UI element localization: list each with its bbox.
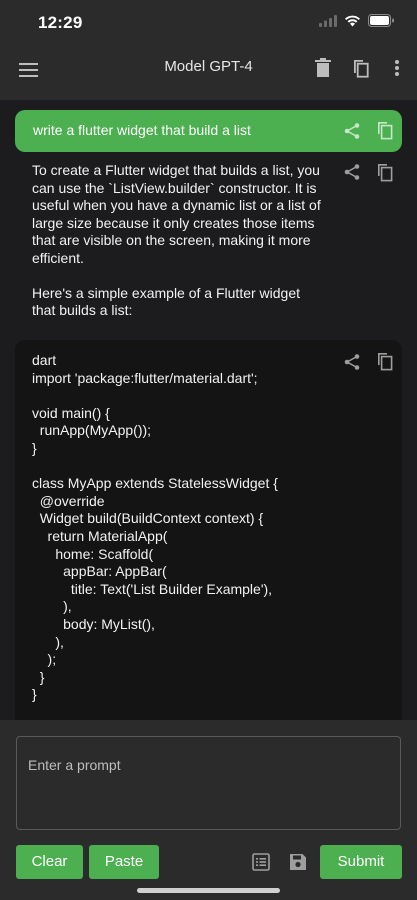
app-bar: Model GPT-4 xyxy=(0,44,417,100)
share-icon[interactable] xyxy=(343,353,361,371)
submit-button[interactable]: Submit xyxy=(320,845,402,879)
user-message: write a flutter widget that build a list xyxy=(15,110,402,152)
trash-icon[interactable] xyxy=(313,57,335,81)
composer: Clear Paste Submit xyxy=(0,720,417,900)
list-icon[interactable] xyxy=(251,852,271,872)
home-indicator[interactable] xyxy=(137,888,280,893)
code-text: dart import 'package:flutter/material.da… xyxy=(32,352,278,703)
user-message-text: write a flutter widget that build a list xyxy=(33,122,251,138)
status-time: 12:29 xyxy=(38,13,83,32)
clear-button[interactable]: Clear xyxy=(16,845,83,879)
prompt-input[interactable] xyxy=(16,736,401,830)
copy-icon[interactable] xyxy=(350,57,372,81)
paste-button[interactable]: Paste xyxy=(89,845,159,879)
code-block: dart import 'package:flutter/material.da… xyxy=(15,340,402,720)
copy-icon[interactable] xyxy=(376,352,394,371)
signal-icon xyxy=(319,14,337,32)
copy-icon[interactable] xyxy=(376,163,394,182)
copy-icon[interactable] xyxy=(376,121,394,140)
assistant-message-text: To create a Flutter widget that builds a… xyxy=(32,162,321,318)
save-icon[interactable] xyxy=(288,852,308,872)
hamburger-menu-icon[interactable] xyxy=(18,59,40,81)
wifi-icon xyxy=(344,14,361,32)
page-title: Model GPT-4 xyxy=(164,58,253,75)
status-icons xyxy=(319,14,395,32)
share-icon[interactable] xyxy=(343,163,361,181)
more-vertical-icon[interactable] xyxy=(386,57,408,81)
status-bar: 12:29 xyxy=(0,0,417,44)
chat-area[interactable]: write a flutter widget that build a list… xyxy=(0,100,417,720)
battery-icon xyxy=(368,14,395,32)
share-icon[interactable] xyxy=(343,122,361,140)
